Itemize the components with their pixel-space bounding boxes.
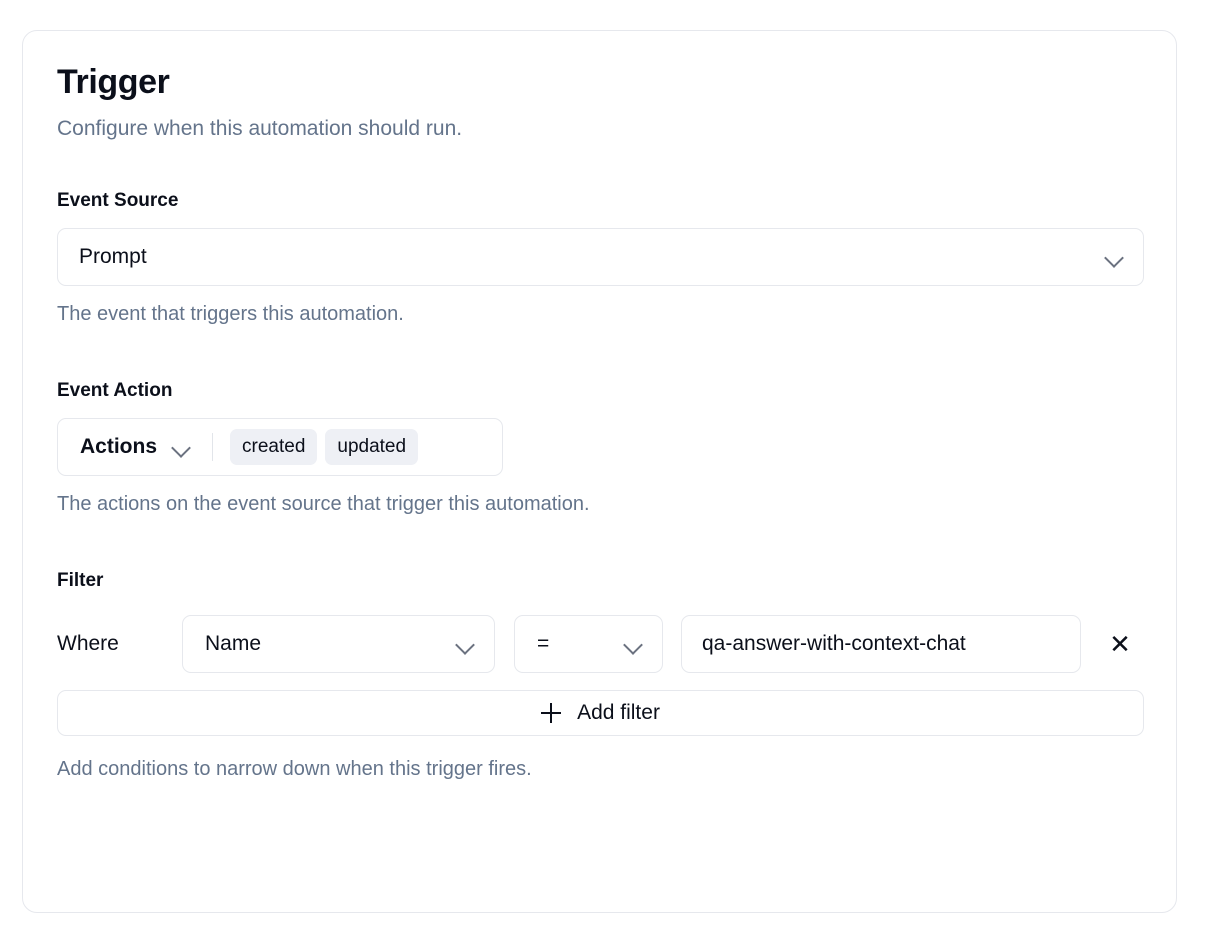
event-action-combo-label: Actions [80,435,158,458]
plus-icon [541,703,562,723]
filter-value-input[interactable] [702,632,1064,656]
event-action-help: The actions on the event source that tri… [57,493,590,515]
event-action-chip-created[interactable]: created [230,429,318,465]
add-filter-button[interactable]: Add filter [57,690,1144,736]
filter-field-select[interactable]: Name [182,615,495,673]
page-title: Trigger [57,63,170,101]
filter-help: Add conditions to narrow down when this … [57,758,532,780]
event-source-value: Prompt [79,245,147,268]
chevron-down-icon [1103,246,1125,268]
combo-divider [212,433,214,461]
event-action-select[interactable]: Actions created updated [57,418,503,476]
filter-operator-select[interactable]: = [514,615,663,673]
filter-label: Filter [57,570,104,591]
event-source-label: Event Source [57,190,179,211]
event-action-chip-updated[interactable]: updated [325,429,419,465]
chevron-down-icon [170,436,192,458]
event-action-chips: created updated [230,429,419,465]
chevron-down-icon [454,633,476,655]
remove-filter-button[interactable]: ✕ [1097,621,1143,667]
filter-field-value: Name [205,632,262,655]
filter-field: Filter Where Name = ✕ Add filter Add con… [57,517,1144,782]
filter-value-field[interactable] [681,615,1081,673]
filter-operator-value: = [537,632,550,655]
page-subtitle: Configure when this automation should ru… [57,117,463,140]
chevron-down-icon [622,633,644,655]
filter-where-label: Where [57,632,119,655]
event-action-field: Event Action Actions created updated The… [57,327,1142,517]
filter-row: Where Name = ✕ [57,615,1142,673]
add-filter-label: Add filter [577,701,660,724]
event-source-help: The event that triggers this automation. [57,303,404,325]
event-source-field: Event Source Prompt The event that trigg… [57,143,1144,327]
event-source-select[interactable]: Prompt [57,228,1144,286]
event-action-label: Event Action [57,380,173,401]
trigger-card: Trigger Configure when this automation s… [22,30,1177,913]
